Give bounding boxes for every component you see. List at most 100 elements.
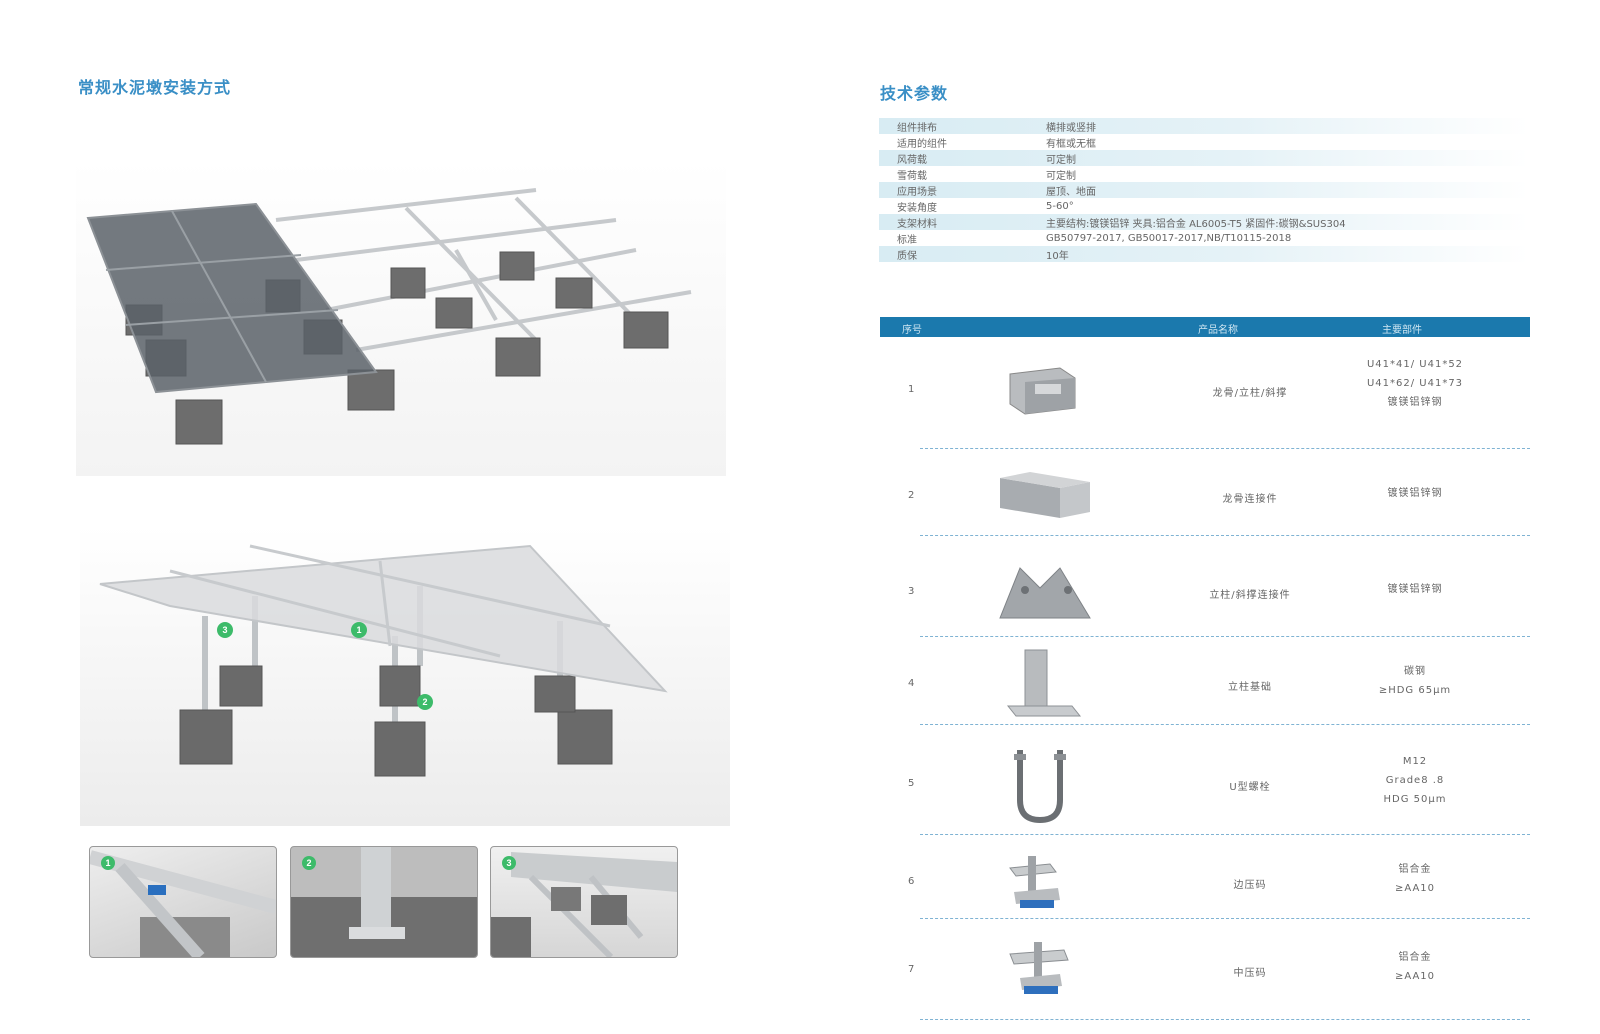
product-spec: 铝合金 ≥AA10: [1350, 948, 1480, 986]
table-row: 6 边压码 铝合金 ≥AA10: [880, 852, 1530, 922]
spec-line: M12: [1402, 756, 1428, 767]
product-spec: 铝合金 ≥AA10: [1350, 860, 1480, 898]
mid-clamp-icon: [980, 940, 1110, 1007]
table-row: 3 立柱/斜撑连接件 镀镁铝锌钢: [880, 556, 1530, 626]
row-divider: [920, 636, 1530, 637]
table-row: 4 立柱基础 碳钢 ≥HDG 65μm: [880, 648, 1530, 718]
spec-line: Grade8 .8: [1385, 775, 1445, 786]
spec-row: 适用的组件 有框或无框: [879, 134, 1529, 150]
spec-key: 安装角度: [897, 202, 937, 214]
bracket-icon: [980, 558, 1110, 627]
product-name: 立柱基础: [1228, 682, 1272, 693]
u-bolt-icon: [980, 744, 1110, 827]
product-spec: M12 Grade8 .8 HDG 50μm: [1350, 752, 1480, 809]
header-no: 序号: [902, 325, 922, 336]
row-divider: [920, 1019, 1530, 1020]
spec-line: HDG 50μm: [1383, 794, 1447, 805]
row-number: 3: [908, 586, 915, 597]
svg-text:1: 1: [356, 625, 361, 635]
spec-key: 应用场景: [897, 186, 937, 198]
spec-key: 适用的组件: [897, 138, 947, 150]
svg-text:2: 2: [422, 697, 427, 707]
spec-key: 组件排布: [897, 122, 937, 134]
spec-value: 屋顶、地面: [1046, 186, 1096, 198]
detail-photo-2: 2: [290, 846, 478, 958]
product-spec: 镀镁铝锌钢: [1350, 484, 1480, 503]
spec-table: 组件排布横排或竖排 适用的组件有框或无框 风荷载可定制 雪荷载可定制 应用场景屋…: [879, 118, 1529, 262]
header-name: 产品名称: [1198, 325, 1238, 336]
detail-badge-3: 3: [506, 858, 511, 868]
product-name: 立柱/斜撑连接件: [1209, 590, 1291, 601]
end-clamp-icon: [980, 852, 1110, 919]
spec-line: ≥AA10: [1394, 971, 1436, 982]
detail-badge-1: 1: [105, 858, 110, 868]
spec-line: ≥AA10: [1394, 883, 1436, 894]
row-number: 5: [908, 778, 915, 789]
table-row: 7 中压码 铝合金 ≥AA10: [880, 940, 1530, 1010]
spec-row: 组件排布 横排或竖排: [879, 118, 1529, 134]
row-divider: [920, 448, 1530, 449]
detail-badge-2: 2: [306, 858, 311, 868]
product-spec: U41*41/ U41*52 U41*62/ U41*73 镀镁铝锌钢: [1350, 355, 1480, 412]
spec-line: 镀镁铝锌钢: [1387, 488, 1443, 499]
parts-table-header: 序号 产品名称 主要部件: [880, 317, 1530, 337]
product-name: 中压码: [1233, 968, 1267, 979]
spec-value: 横排或竖排: [1046, 122, 1096, 134]
spec-line: 碳钢: [1404, 666, 1426, 677]
spec-key: 风荷载: [897, 154, 927, 166]
spec-value: 可定制: [1046, 154, 1076, 166]
spec-key: 质保: [897, 250, 917, 262]
spec-line: 铝合金: [1398, 864, 1432, 875]
svg-text:3: 3: [222, 625, 227, 635]
table-row: 1 龙骨/立柱/斜撑 U41*41/ U41*52 U41*62/ U41*73…: [880, 359, 1530, 433]
header-spec: 主要部件: [1382, 325, 1422, 336]
channel-connector-icon: [980, 468, 1110, 531]
spec-line: 镀镁铝锌钢: [1387, 584, 1443, 595]
section-title-specs: 技术参数: [880, 84, 949, 103]
row-number: 1: [908, 384, 915, 395]
spec-key: 支架材料: [897, 218, 937, 230]
tilted-array-illustration: 3 1 2: [80, 526, 730, 826]
flat-array-illustration: [76, 160, 726, 476]
spec-line: 镀镁铝锌钢: [1387, 397, 1443, 408]
table-row: 2 龙骨连接件 镀镁铝锌钢: [880, 468, 1530, 528]
row-divider: [920, 535, 1530, 536]
row-divider: [920, 918, 1530, 919]
spec-line: ≥HDG 65μm: [1378, 685, 1452, 696]
spec-row: 安装角度 5-60°: [879, 198, 1529, 214]
spec-row: 支架材料 主要结构:镀镁铝锌 夹具:铝合金 AL6005-T5 紧固件:碳钢&SU…: [879, 214, 1529, 230]
spec-key: 雪荷载: [897, 170, 927, 182]
spec-row: 应用场景 屋顶、地面: [879, 182, 1529, 198]
spec-row: 质保 10年: [879, 246, 1529, 262]
section-title-installation: 常规水泥墩安装方式: [78, 78, 232, 97]
detail-photo-1: 1: [89, 846, 277, 958]
spec-value: 主要结构:镀镁铝锌 夹具:铝合金 AL6005-T5 紧固件:碳钢&SUS304: [1046, 218, 1346, 230]
row-number: 6: [908, 876, 915, 887]
c-channel-icon: [980, 364, 1130, 433]
spec-line: U41*62/ U41*73: [1366, 378, 1464, 389]
spec-value: 可定制: [1046, 170, 1076, 182]
spec-row: 雪荷载 可定制: [879, 166, 1529, 182]
table-row: 5 U型螺栓 M12 Grade8 .8 HDG 50μm: [880, 742, 1530, 824]
post-base-icon: [980, 648, 1110, 723]
detail-photo-3: 3: [490, 846, 678, 958]
row-divider: [920, 724, 1530, 725]
spec-value: GB50797-2017, GB50017-2017,NB/T10115-201…: [1046, 232, 1292, 244]
row-divider: [920, 834, 1530, 835]
row-number: 4: [908, 678, 915, 689]
spec-value: 有框或无框: [1046, 138, 1096, 150]
product-name: U型螺栓: [1229, 782, 1271, 793]
product-name: 边压码: [1233, 880, 1267, 891]
spec-key: 标准: [897, 234, 917, 246]
row-number: 2: [908, 490, 915, 501]
spec-value: 10年: [1046, 250, 1069, 262]
product-name: 龙骨/立柱/斜撑: [1212, 388, 1288, 399]
product-spec: 碳钢 ≥HDG 65μm: [1350, 662, 1480, 700]
spec-line: 铝合金: [1398, 952, 1432, 963]
spec-row: 标准 GB50797-2017, GB50017-2017,NB/T10115-2…: [879, 230, 1529, 246]
product-spec: 镀镁铝锌钢: [1350, 580, 1480, 599]
spec-value: 5-60°: [1046, 200, 1074, 212]
spec-line: U41*41/ U41*52: [1366, 359, 1464, 370]
spec-row: 风荷载 可定制: [879, 150, 1529, 166]
row-number: 7: [908, 964, 915, 975]
